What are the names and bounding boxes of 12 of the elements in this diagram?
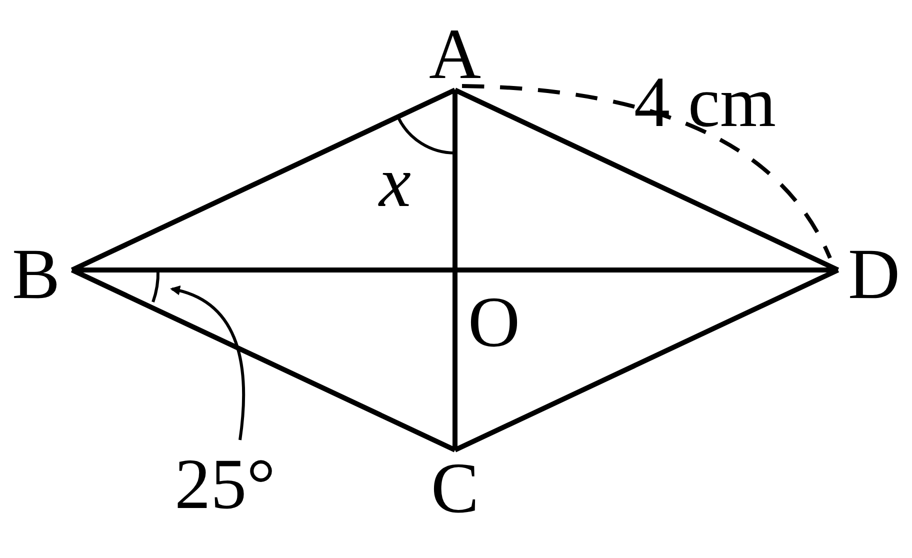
vertex-label: B (2, 238, 70, 304)
vertex-label: A (425, 18, 485, 88)
vertex-label: C (425, 452, 485, 522)
line-segment (70, 88, 456, 272)
line-segment (454, 268, 840, 452)
angle-label: 25° (170, 448, 280, 512)
angle-variable: x (377, 146, 412, 218)
line-segment (70, 268, 456, 452)
vertex-label: D (840, 238, 908, 304)
line-segment (452, 90, 458, 450)
leader-line (170, 286, 245, 440)
point-label: O (467, 286, 521, 358)
